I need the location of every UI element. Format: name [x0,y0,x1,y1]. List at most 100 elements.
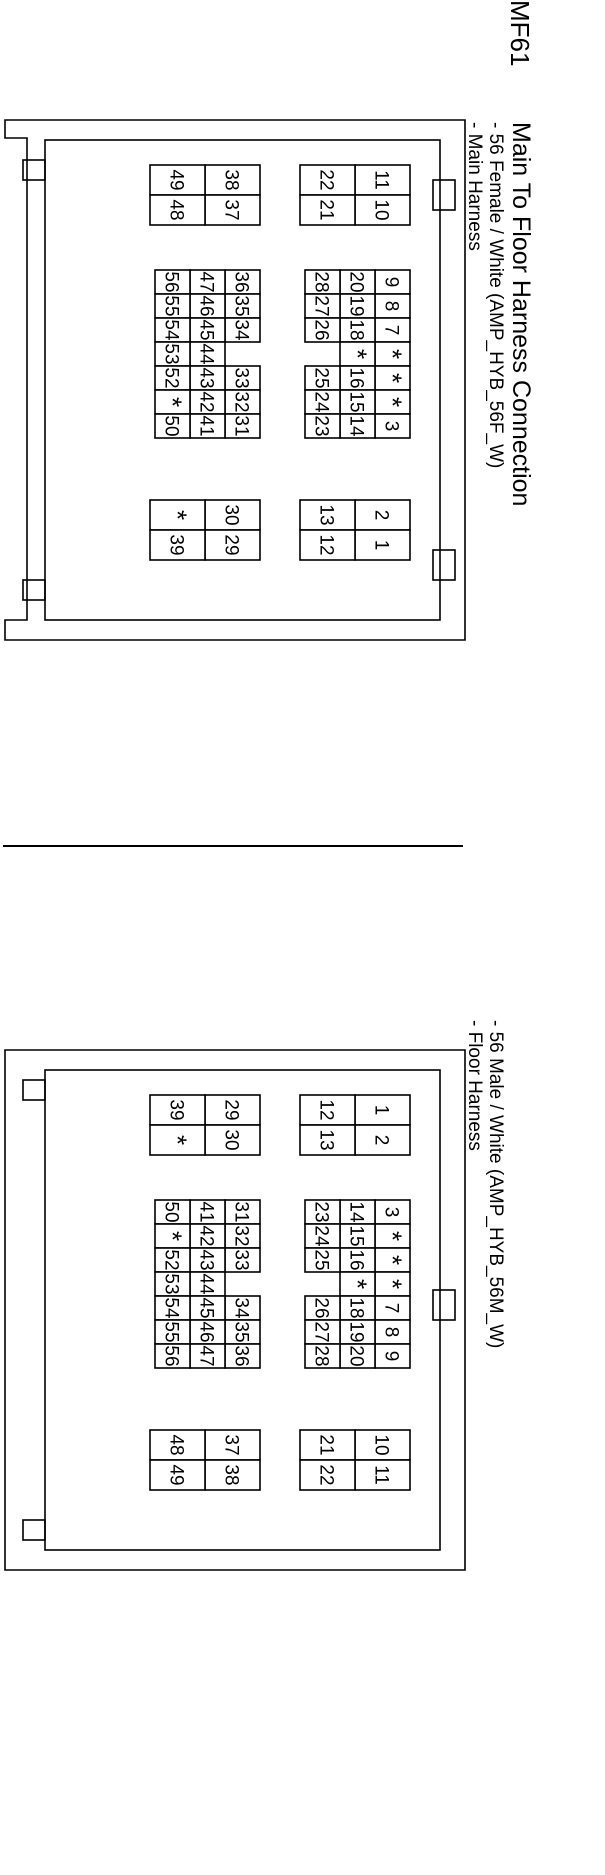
pin-label: 29 [221,534,242,555]
pin-cell [154,1343,191,1369]
pin-label: 24 [311,1225,332,1247]
pin-label: 52 [161,1249,182,1270]
pin-label: 39 [166,534,187,555]
pin-label: 54 [161,319,182,341]
pin-label: 13 [316,1129,337,1150]
pin-label: 36 [231,271,252,292]
pin-label: 47 [196,271,217,292]
pin-cell [149,194,206,226]
pin-label: 48 [166,1434,187,1455]
pin-label: 29 [221,1099,242,1120]
pin-label: 25 [311,1249,332,1270]
pin-unused-marker: * [343,1279,373,1289]
pin-label: 33 [231,1249,252,1270]
pin-block-top-right: 10 11 21 22 [299,1429,411,1491]
pin-cell [299,529,356,561]
pin-label: 13 [316,504,337,525]
pin-cell [304,1343,341,1369]
pin-label: 36 [231,1345,252,1366]
connector-body [44,139,441,621]
pin-label: 1 [371,1105,392,1116]
pin-label: 48 [166,199,187,220]
pin-label: 44 [196,343,217,365]
pin-unused-marker: * [378,1279,408,1289]
pin-unused-marker: * [163,1135,193,1145]
pin-label: 3 [381,1207,402,1218]
pin-label: 50 [161,415,182,436]
pin-label: 30 [221,1129,242,1150]
pin-label: 21 [316,1434,337,1455]
pin-label: 22 [316,169,337,190]
pin-cell [304,317,341,343]
connector-housing [4,119,466,641]
pin-unused-marker: * [378,397,408,407]
pin-label: 23 [311,1201,332,1222]
pin-cell [149,529,206,561]
pin-unused-marker: * [378,1231,408,1241]
pin-label: 11 [371,170,392,190]
pin-label: 11 [371,1465,392,1485]
pin-label: 3 [381,421,402,432]
pin-label: 44 [196,1273,217,1295]
connector-housing [4,1049,466,1571]
pin-label: 52 [161,367,182,388]
pin-label: 38 [221,1464,242,1485]
pin-label: 35 [231,1321,252,1342]
pin-cell [154,413,191,439]
pin-label: 26 [311,1297,332,1318]
pin-cell [299,1124,356,1156]
pin-label: 46 [196,1321,217,1342]
pin-label: 33 [231,367,252,388]
pin-label: 41 [196,415,217,436]
pin-label: 16 [346,1249,367,1270]
pin-label: 56 [161,271,182,292]
pin-label: 34 [231,319,252,341]
pin-label: 27 [311,295,332,316]
key-slot [432,179,456,211]
pin-label: 22 [316,1464,337,1485]
pin-label: 45 [196,1297,217,1318]
pin-unused-marker: * [163,510,193,520]
pin-label: 14 [346,415,367,437]
pin-label: 41 [196,1201,217,1222]
housing-tab [22,159,46,181]
pin-label: 32 [231,1225,252,1246]
pin-unused-marker: * [378,349,408,359]
pin-cell [304,413,341,439]
pin-label: 18 [346,319,367,340]
pin-label: 43 [196,1249,217,1270]
pin-label: 28 [311,271,332,292]
pin-label: 55 [161,1321,182,1342]
pin-label: 31 [231,415,252,436]
pin-label: 7 [381,325,402,336]
pin-label: 35 [231,295,252,316]
pin-label: 12 [316,534,337,555]
pin-label: 45 [196,319,217,340]
pin-label: 16 [346,367,367,388]
pin-label: 10 [371,1434,392,1455]
pin-label: 2 [371,1135,392,1146]
pin-label: 38 [221,169,242,190]
connector-body [44,1069,441,1551]
pin-cell [149,1459,206,1491]
pin-label: 46 [196,295,217,316]
pin-label: 20 [346,1345,367,1366]
pin-label: 47 [196,1345,217,1366]
pin-cell [299,194,356,226]
pin-label: 42 [196,1225,217,1246]
pin-label: 42 [196,391,217,412]
pin-unused-marker: * [158,397,188,407]
pin-unused-marker: * [378,1255,408,1265]
pin-label: 9 [381,1351,402,1362]
pin-label: 8 [381,301,402,312]
pin-label: 23 [311,415,332,436]
pin-label: 50 [161,1201,182,1222]
